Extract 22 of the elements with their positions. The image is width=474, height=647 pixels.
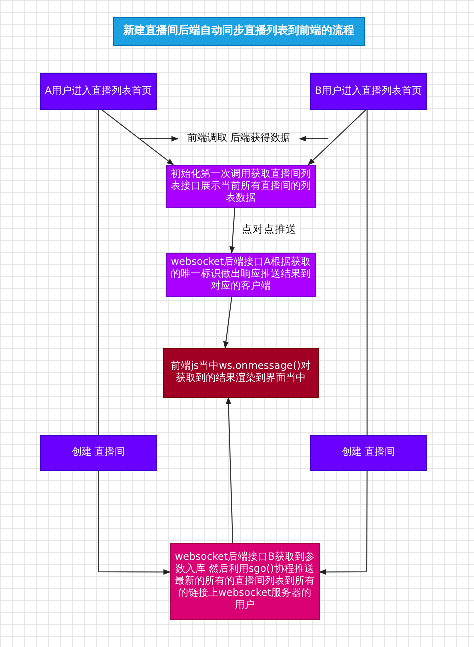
title-box: 新建直播间后端自动同步直播列表到前端的流程 — [113, 17, 365, 46]
process-box: 初始化第一次调用获取直播间列表接口展示当前所有直播间的列表数据 — [166, 165, 316, 208]
process-box: 创建 直播间 — [40, 435, 157, 471]
process-box: 前端js当中ws.onmessage()对获取到的结果渲染到界面当中 — [163, 348, 319, 398]
process-box: websocket后端接口A根据获取的唯一标识做出响应推送结果到对应的客户端 — [166, 253, 316, 297]
process-box: 创建 直播间 — [310, 435, 427, 471]
edge-label: 点对点推送 — [240, 223, 299, 239]
arrow — [140, 136, 179, 142]
connector-line — [98, 110, 99, 436]
arrow — [319, 470, 368, 576]
arrow — [98, 470, 171, 576]
arrow — [308, 110, 367, 166]
text-label: 前端调取 后端获得数据 — [178, 130, 300, 148]
process-box: websocket后端接口B获取到参数入库 然后利用sgo()协程推送最新的所有的直播间列表到所有的链接上websocket服务器的用户 — [170, 543, 320, 620]
process-box: A用户进入直播列表首页 — [40, 73, 157, 110]
arrow — [223, 296, 232, 349]
arrow — [102, 110, 174, 166]
arrow — [299, 136, 328, 142]
connector-line — [366, 110, 368, 436]
arrow — [226, 397, 234, 544]
process-box: B用户进入直播列表首页 — [310, 73, 427, 110]
arrow — [230, 208, 236, 254]
